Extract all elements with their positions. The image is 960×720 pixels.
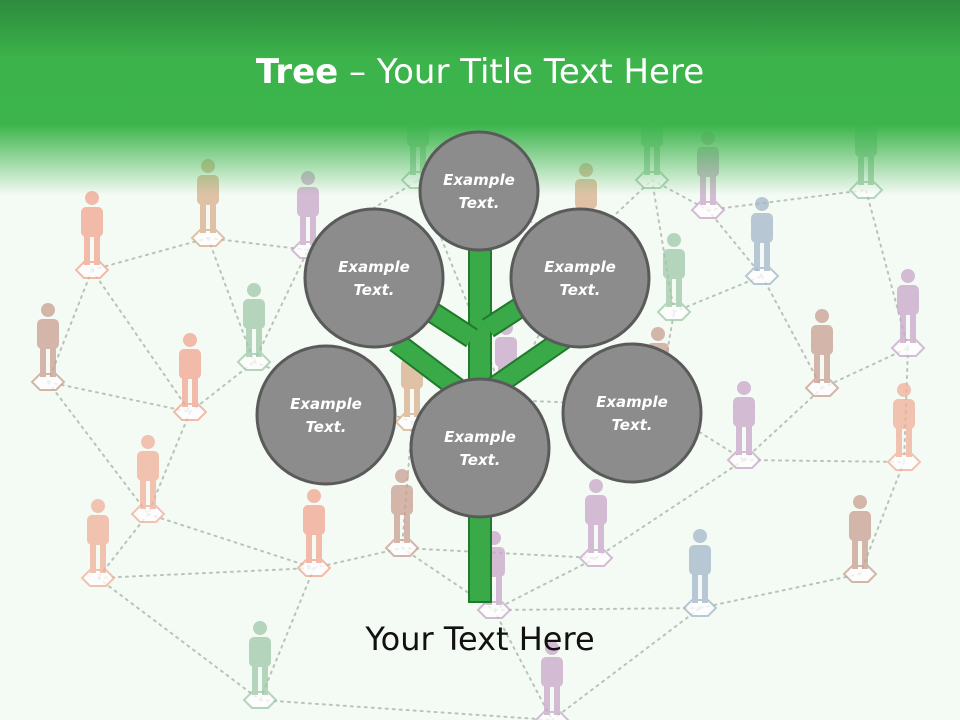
- node-text-line2: Text.: [353, 281, 394, 299]
- node-circle: [561, 342, 703, 484]
- person-figure-icon: [886, 383, 922, 471]
- node-text-line2: Text.: [559, 281, 600, 299]
- person-figure-icon: [30, 303, 66, 391]
- network-link: [91, 269, 191, 413]
- person-figure-icon: [172, 333, 208, 421]
- person-figure-icon: [804, 309, 840, 397]
- node-text-line2: Text.: [305, 418, 346, 436]
- network-link: [595, 459, 745, 559]
- person-figure-icon: [744, 197, 780, 285]
- network-link: [673, 275, 763, 313]
- network-link: [259, 699, 553, 720]
- person-figure-icon: [656, 233, 692, 321]
- person-figure-icon: [236, 283, 272, 371]
- person-figure-icon: [890, 269, 926, 357]
- network-link: [91, 237, 209, 271]
- network-link: [47, 381, 191, 413]
- node-text-line2: Text.: [459, 451, 500, 469]
- node-text-line1: Example: [443, 171, 515, 189]
- network-link: [147, 513, 315, 569]
- title-separator: –: [338, 52, 377, 92]
- node-text-line1: Example: [444, 428, 516, 446]
- tree-nodes: ExampleText.ExampleText.ExampleText.Exam…: [255, 130, 703, 519]
- node-circle: [255, 344, 397, 486]
- person-figure-icon: [130, 435, 166, 523]
- network-link: [97, 567, 315, 579]
- bottom-text[interactable]: Your Text Here: [365, 620, 595, 658]
- network-link: [259, 567, 315, 701]
- node-text-line1: Example: [338, 258, 410, 276]
- person-figure-icon: [74, 191, 110, 279]
- person-figure-icon: [842, 495, 878, 583]
- person-figure-icon: [534, 641, 570, 720]
- network-link: [699, 573, 861, 609]
- node-circle: [409, 377, 551, 519]
- network-link: [207, 237, 309, 251]
- network-link: [761, 275, 823, 389]
- node-text-line2: Text.: [458, 194, 499, 212]
- network-link: [551, 607, 701, 720]
- network-link: [97, 577, 261, 701]
- slide-title[interactable]: Tree – Your Title Text Here: [0, 52, 960, 92]
- network-link: [493, 557, 597, 611]
- network-link: [821, 347, 909, 389]
- network-link: [253, 249, 309, 363]
- network-link: [189, 361, 255, 413]
- node-text-line2: Text.: [611, 416, 652, 434]
- person-figure-icon: [384, 469, 420, 557]
- person-figure-icon: [682, 529, 718, 617]
- network-link: [707, 209, 763, 277]
- node-circle: [303, 207, 445, 349]
- node-text-line1: Example: [544, 258, 616, 276]
- person-figure-icon: [296, 489, 332, 577]
- person-figure-icon: [242, 621, 278, 709]
- network-link: [313, 547, 403, 569]
- node-text-line1: Example: [290, 395, 362, 413]
- person-figure-icon: [726, 381, 762, 469]
- node-text-line1: Example: [596, 393, 668, 411]
- node-circle: [418, 130, 540, 252]
- person-figure-icon: [80, 499, 116, 587]
- network-link: [493, 609, 553, 720]
- title-bold: Tree: [255, 52, 339, 92]
- network-link: [493, 607, 701, 611]
- person-figure-icon: [578, 479, 614, 567]
- network-link: [47, 381, 149, 515]
- title-rest: Your Title Text Here: [376, 52, 705, 92]
- node-circle: [509, 207, 651, 349]
- network-link: [97, 513, 149, 579]
- network-link: [207, 237, 255, 363]
- network-link: [743, 459, 905, 463]
